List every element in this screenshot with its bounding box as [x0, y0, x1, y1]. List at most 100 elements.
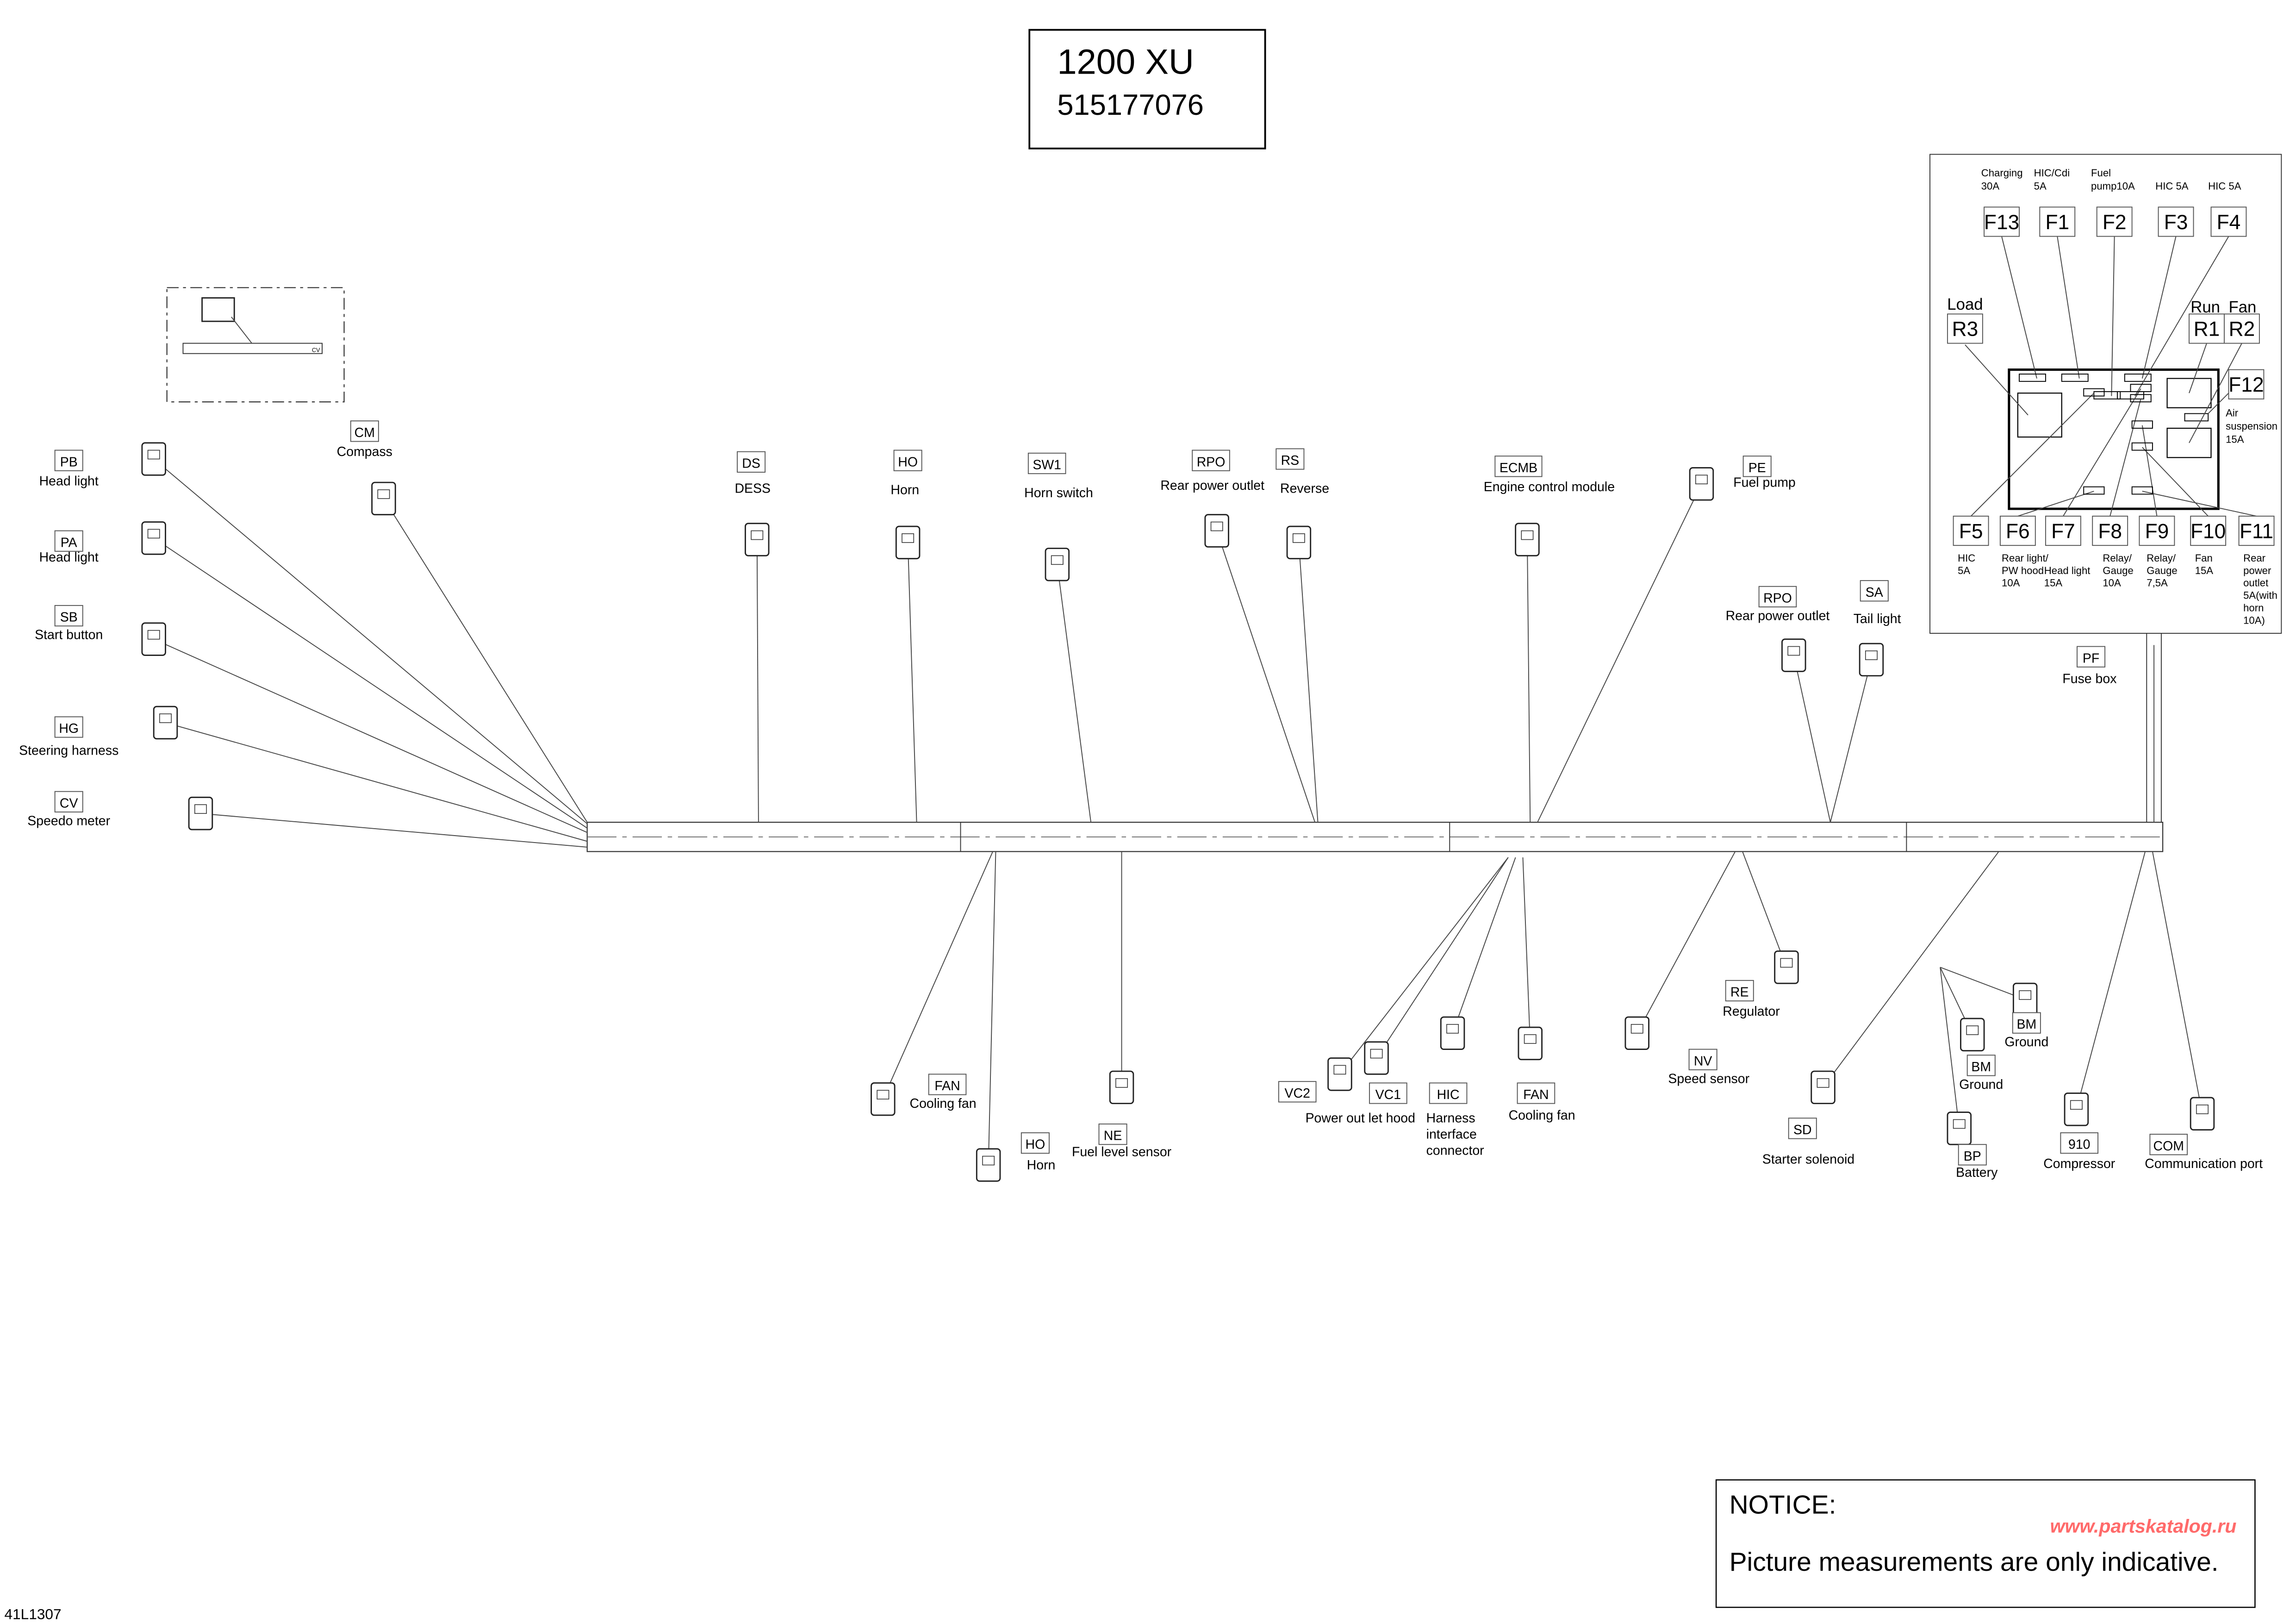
connector-code: VC1 — [1375, 1087, 1401, 1102]
connector-name: Cooling fan — [1509, 1108, 1575, 1123]
notice-heading: NOTICE: — [1730, 1490, 1836, 1520]
connector-pin-icon — [1817, 1078, 1829, 1088]
connector-pin-icon — [1524, 1034, 1537, 1044]
wire — [1940, 967, 2026, 1000]
part-number: 515177076 — [1057, 89, 1204, 121]
connector-pin-icon — [902, 533, 915, 543]
fuse-desc: PW hood — [2002, 565, 2044, 576]
fuse-code-box — [2190, 515, 2227, 546]
wire — [1823, 851, 1999, 1088]
code-box — [1788, 1118, 1817, 1139]
model-title: 1200 XU — [1057, 42, 1194, 81]
connector-name: Speedo meter — [27, 813, 110, 828]
wire — [1057, 564, 1092, 823]
fuse-desc: Rear — [2243, 552, 2265, 564]
connector-pin-icon — [982, 1156, 995, 1166]
fuse-desc: 10A — [2103, 577, 2121, 589]
code-box — [1027, 452, 1066, 475]
fuse-code: R2 — [2229, 318, 2255, 341]
connector-pin-icon — [147, 529, 160, 539]
connector-pin-icon — [1370, 1049, 1383, 1059]
connector-name: Ground — [1959, 1077, 2003, 1092]
wire — [153, 537, 588, 829]
connector-pin-icon — [751, 530, 764, 540]
wire — [882, 851, 993, 1099]
fuse-desc: Air — [2226, 407, 2238, 419]
connector-pin-icon — [147, 450, 160, 460]
fuse-code: F7 — [2051, 520, 2075, 543]
code-box — [350, 420, 379, 442]
wire — [988, 851, 996, 1165]
fuse-desc: HIC 5A — [2208, 180, 2241, 192]
fuse-code-box — [2238, 515, 2275, 546]
fuse-desc: Relay/ — [2147, 552, 2176, 564]
connector-vc2[interactable]: VC2 — [1278, 1057, 1352, 1103]
connector-name: Harness — [1426, 1111, 1475, 1126]
connector-name: Communication port — [2145, 1156, 2263, 1171]
fuse-code-box — [2228, 369, 2265, 400]
code-box — [737, 451, 766, 473]
fuse-desc: Relay/ — [2103, 552, 2132, 564]
connector-name: connector — [1426, 1143, 1484, 1158]
title-block: 1200 XU 515177076 — [1028, 29, 1266, 150]
connector-name: Engine control module — [1484, 480, 1615, 494]
fuse-code-box — [1953, 515, 1989, 546]
fuse-desc: HIC/Cdi — [2034, 167, 2070, 179]
connector-code: PE — [1748, 461, 1766, 475]
connector-pin-icon — [2019, 990, 2032, 1000]
code-box — [1369, 1082, 1407, 1104]
wire — [1829, 659, 1872, 823]
wire — [2152, 851, 2203, 1114]
connector-name: Head light — [39, 474, 99, 488]
wire — [1527, 539, 1531, 823]
wire — [1940, 967, 1960, 1129]
